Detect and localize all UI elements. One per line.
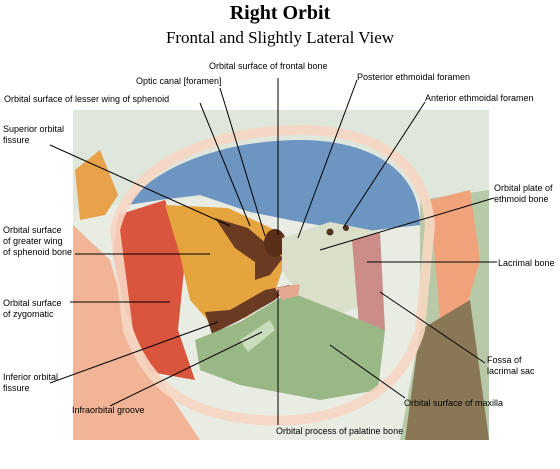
diagram-subtitle: Frontal and Slightly Lateral View: [165, 28, 395, 47]
label-frontal-surface: Orbital surface of frontal bone: [209, 61, 328, 71]
lateral-greater-wing-region: [75, 150, 118, 220]
label-palatine-process: Orbital process of palatine bone: [276, 426, 404, 436]
infraorbital-groove-mark: [240, 320, 275, 352]
label-greater-wing: Orbital surface of greater wing of sphen…: [3, 225, 73, 257]
zygomatic-face-region: [73, 225, 200, 440]
palatine-process: [275, 284, 300, 300]
leader-posterior-ethmoidal: [297, 79, 358, 239]
label-fossa-lacrimal: Fossa of lacrimal sac: [487, 355, 535, 376]
label-ethmoid-plate: Orbital plate of ethmoid bone: [494, 183, 553, 204]
superior-orbital-fissure: [215, 218, 283, 280]
label-posterior-ethmoidal: Posterior ethmoidal foramen: [357, 72, 471, 82]
leader-ethmoid-plate: [319, 197, 495, 251]
lacrimal-bone-surface: [352, 232, 385, 338]
leader-lesser-wing: [199, 102, 251, 227]
leader-infraorbital: [109, 331, 263, 407]
leader-maxilla: [329, 344, 406, 399]
label-infraorbital-groove: Infraorbital groove: [72, 405, 145, 415]
label-lesser-wing: Orbital surface of lesser wing of spheno…: [4, 94, 170, 104]
leader-fossa: [379, 291, 486, 364]
label-optic-canal: Optic canal [foramen]: [136, 76, 222, 86]
frontal-bone-surface: [128, 140, 420, 232]
posterior-ethmoidal-foramen-dot: [326, 228, 334, 236]
leader-inferior-fissure: [49, 321, 219, 384]
optic-canal-opening: [264, 229, 286, 257]
label-lacrimal: Lacrimal bone: [498, 258, 555, 268]
inferior-orbital-fissure: [205, 285, 290, 334]
leader-lines: [49, 78, 497, 425]
nasal-bone-region: [430, 190, 480, 330]
zygomatic-surface: [113, 200, 195, 380]
nasal-cavity-region: [405, 300, 489, 440]
label-zygomatic: Orbital surface of zygomatic: [3, 298, 62, 319]
leader-optic: [219, 87, 266, 237]
label-inferior-fissure: Inferior orbital fissure: [3, 372, 59, 393]
maxilla-surface: [195, 292, 385, 400]
label-maxilla: Orbital surface of maxilla: [404, 398, 504, 408]
leader-anterior-ethmoidal: [342, 101, 426, 229]
label-superior-fissure: Superior orbital fissure: [3, 124, 65, 145]
leader-superior-fissure: [49, 144, 231, 227]
diagram-title: Right Orbit: [229, 2, 331, 24]
label-anterior-ethmoidal: Anterior ethmoidal foramen: [425, 93, 534, 103]
